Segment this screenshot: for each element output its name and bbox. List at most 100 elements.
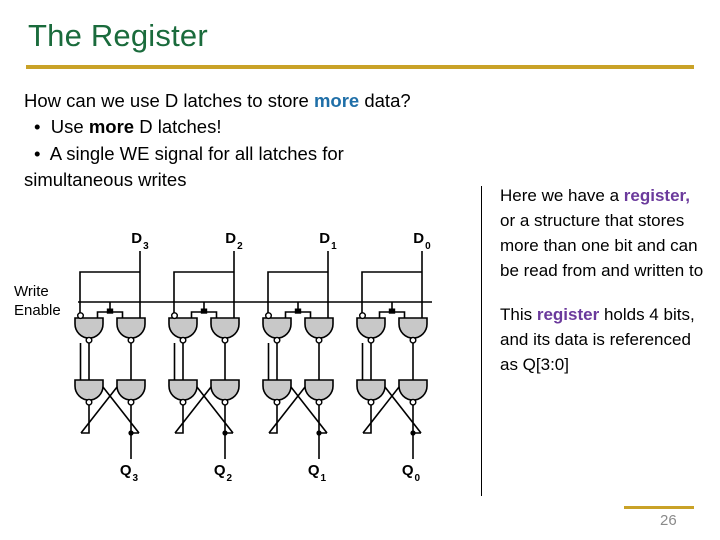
gate-input-bubble-left [265, 312, 273, 320]
nand-gate-body [168, 379, 198, 401]
nand-gate-bottom-left-latch1 [168, 379, 198, 406]
rp1-post: or a structure that stores more than one… [500, 210, 704, 280]
gate-output-bubble [179, 398, 187, 406]
nand-gate-bottom-right-latch1 [210, 379, 240, 406]
bullet-1-emph: more [88, 116, 135, 138]
input-label-d0-subscript: 0 [425, 241, 431, 252]
page-title: The Register [28, 18, 208, 53]
nand-gate-top-left-latch2 [262, 312, 292, 344]
bullet-1-pre: Use [50, 116, 89, 138]
d-distribution-bar-0 [79, 271, 140, 318]
we-tap-junction-2 [294, 308, 302, 314]
cross-couple-left-to-right-0 [80, 379, 124, 434]
nand-gate-body [398, 317, 428, 339]
input-label-d1-subscript: 1 [331, 241, 337, 252]
gate-output-bubble [315, 398, 323, 406]
nand-gate-top-left-latch1 [168, 312, 198, 344]
nand-gate-top-left-latch3 [356, 312, 386, 344]
nand-gate-body [356, 379, 386, 401]
gate-output-bubble [127, 398, 135, 406]
nand-gate-top-right-latch0 [116, 317, 146, 344]
gate-output-bubble [127, 336, 135, 344]
footer-rule [624, 506, 694, 509]
body-text: How can we use D latches to store more d… [24, 88, 474, 194]
output-label-q2-subscript: 2 [227, 473, 233, 484]
nand-gate-body [168, 317, 198, 339]
gate-output-bubble [409, 336, 417, 344]
cross-couple-right-to-left-2 [284, 379, 328, 434]
rp2-emph: register [536, 304, 600, 324]
input-label-d0: D0 [413, 230, 431, 252]
nand-gate-body [116, 317, 146, 339]
gate-output-bubble [85, 398, 93, 406]
cross-couple-left-to-right-1 [174, 379, 218, 434]
input-label-d3-subscript: 3 [143, 241, 149, 252]
bullet-marker: • [34, 116, 41, 138]
nand-gate-bottom-left-latch3 [356, 379, 386, 406]
gate-output-bubble [273, 398, 281, 406]
input-label-d1: D1 [319, 230, 337, 252]
output-label-q2: Q2 [214, 462, 233, 484]
column-divider [481, 186, 482, 496]
right-column: Here we have a register, or a structure … [500, 184, 706, 378]
nand-gate-body [356, 317, 386, 339]
gate-input-bubble-left [170, 312, 178, 320]
d-distribution-bar-3 [361, 271, 422, 318]
nand-gate-top-right-latch1 [210, 317, 240, 344]
nand-gate-bottom-right-latch2 [304, 379, 334, 406]
write-enable-label: Write Enable [14, 283, 61, 321]
intro-post: data? [359, 90, 411, 111]
d-distribution-bar-1 [173, 271, 234, 318]
bullet-item-2: • A single WE signal for all latches for [24, 141, 474, 167]
input-label-d2: D2 [225, 230, 243, 252]
cross-couple-right-to-left-3 [378, 379, 422, 434]
output-label-q1: Q1 [308, 462, 327, 484]
q-output-junction-1 [222, 430, 228, 436]
nand-gate-body [74, 317, 104, 339]
bullet-1-post: D latches! [134, 116, 222, 138]
intro-pre: How can we use D latches to store [24, 90, 314, 111]
circuit-gates [74, 312, 428, 406]
gate-input-bubble-left [359, 312, 367, 320]
q-output-junction-3 [410, 430, 416, 436]
bullet-item-2-wrap: simultaneous writes [24, 169, 187, 191]
cross-couple-left-to-right-2 [268, 379, 312, 434]
cross-couple-left-to-right-3 [362, 379, 406, 434]
bottom-left-output-3 [363, 405, 372, 434]
cross-couple-right-to-left-0 [96, 379, 140, 434]
we-tap-junction-0 [106, 308, 114, 314]
we-tap-junction-3 [388, 308, 396, 314]
gate-output-bubble [179, 336, 187, 344]
nand-gate-top-right-latch3 [398, 317, 428, 344]
bottom-left-output-2 [269, 405, 278, 434]
gate-output-bubble [409, 398, 417, 406]
input-label-d3: D3 [131, 230, 149, 252]
nand-gate-bottom-right-latch3 [398, 379, 428, 406]
nand-gate-body [262, 317, 292, 339]
nand-gate-bottom-left-latch0 [74, 379, 104, 406]
gate-output-bubble [315, 336, 323, 344]
nand-gate-body [210, 379, 240, 401]
rp1-emph: register, [623, 186, 690, 205]
bullet-2-pre: A single WE signal for all latches for [49, 142, 344, 164]
nand-gate-body [398, 379, 428, 401]
bullet-marker: • [34, 142, 41, 164]
gate-input-bubble-left [76, 312, 84, 320]
write-enable-label-line2: Enable [14, 301, 61, 319]
gate-output-bubble [221, 398, 229, 406]
nand-gate-body [304, 379, 334, 401]
write-enable-label-line1: Write [14, 283, 49, 300]
nand-gate-bottom-left-latch2 [262, 379, 292, 406]
q-output-junction-0 [128, 430, 134, 436]
nand-gate-body [74, 379, 104, 401]
cross-couple-right-to-left-1 [190, 379, 234, 434]
rp2-pre: This [500, 304, 537, 324]
right-paragraph-1: Here we have a register, or a structure … [500, 184, 706, 284]
output-label-q3-subscript: 3 [133, 473, 139, 484]
right-paragraph-2: This register holds 4 bits, and its data… [500, 303, 706, 378]
nand-gate-body [116, 379, 146, 401]
nand-gate-top-right-latch2 [304, 317, 334, 344]
